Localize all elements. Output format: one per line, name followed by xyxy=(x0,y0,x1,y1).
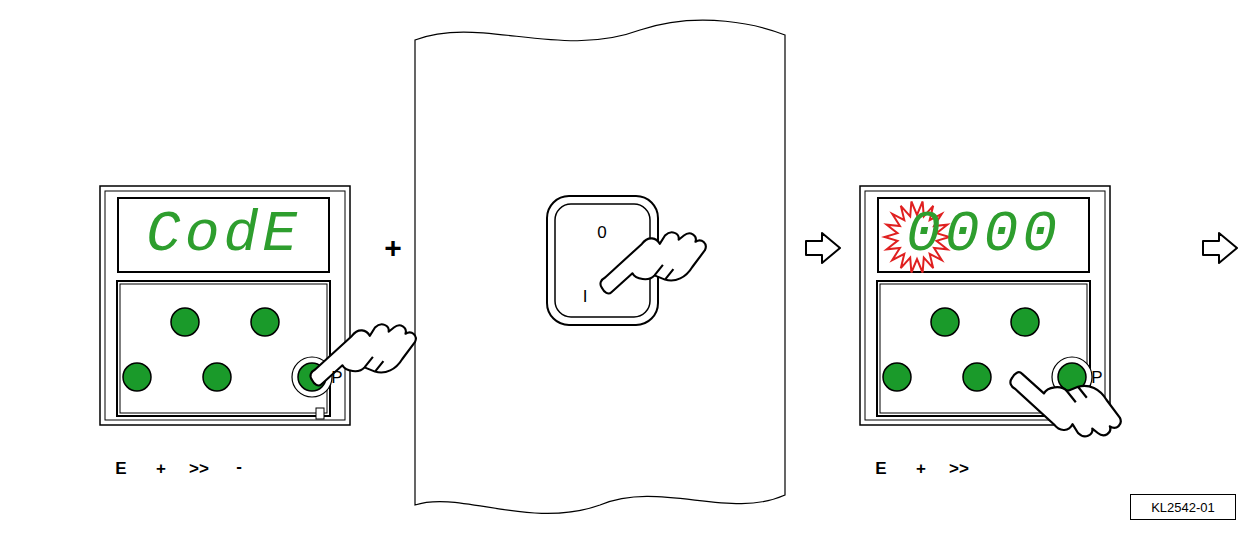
display-text: 0000 xyxy=(906,206,1061,264)
key-label: P xyxy=(1091,369,1102,386)
key-label: >> xyxy=(189,460,209,477)
display-panel: 0000 xyxy=(877,197,1090,273)
key-label: >> xyxy=(949,460,969,477)
figure-id: KL2542-01 xyxy=(1151,500,1215,515)
key-label: + xyxy=(384,233,402,263)
display-panel: CodE xyxy=(117,197,330,273)
switch-position: 0 xyxy=(597,224,606,241)
key-label: + xyxy=(916,460,926,477)
display-text: CodE xyxy=(146,206,301,264)
key-label: E xyxy=(115,460,126,477)
figure-id-box: KL2542-01 xyxy=(1130,494,1236,520)
key-label: + xyxy=(156,460,166,477)
key-label: P xyxy=(331,369,342,386)
switch-position: I xyxy=(583,288,588,305)
key-label: - xyxy=(236,458,242,475)
power-switch: 0I xyxy=(555,204,650,317)
key-label: E xyxy=(875,460,886,477)
